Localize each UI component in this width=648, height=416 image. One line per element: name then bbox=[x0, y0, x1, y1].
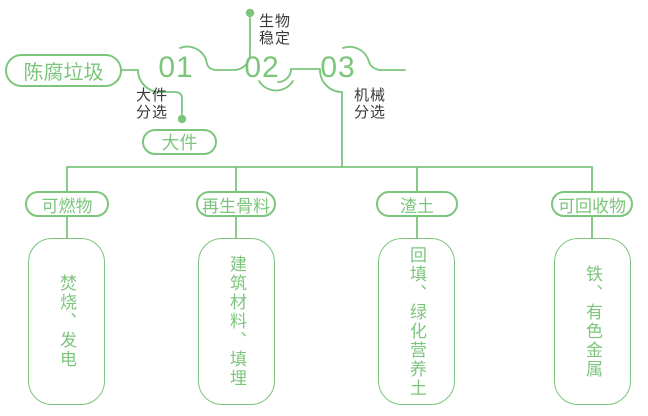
category-pill-recyclable: 可回收物 bbox=[551, 191, 633, 217]
category-pill-burnable: 可燃物 bbox=[25, 191, 109, 217]
edge-03-exit bbox=[342, 45, 406, 71]
arc-under-02 bbox=[258, 80, 294, 92]
category-label: 再生骨料 bbox=[202, 196, 270, 216]
dot-02-branch bbox=[245, 8, 255, 18]
dot-01-branch bbox=[177, 114, 187, 124]
edge-source-to-01-branch bbox=[121, 69, 183, 115]
source-label: 陈腐垃圾 bbox=[23, 62, 104, 84]
edge-02-to-03 bbox=[277, 68, 321, 83]
result-text: 建筑材料、填埋 bbox=[227, 255, 246, 388]
stage-label-mechanical-sorting: 机械 分选 bbox=[354, 87, 387, 122]
stage-number-02: 02 bbox=[244, 51, 280, 84]
edge-03-branch-down bbox=[319, 69, 343, 168]
result-box-slag-soil: 回填、绿化营养土 bbox=[378, 238, 455, 405]
stage-label-bulky-sorting: 大件 分选 bbox=[136, 87, 169, 122]
category-pill-slag-soil: 渣土 bbox=[376, 191, 458, 217]
result-text: 铁、有色金属 bbox=[583, 264, 602, 379]
result-text: 回填、绿化营养土 bbox=[407, 245, 426, 398]
category-pill-recycled-aggregate: 再生骨料 bbox=[196, 191, 276, 217]
category-label: 可回收物 bbox=[558, 196, 626, 216]
category-label: 可燃物 bbox=[41, 196, 93, 216]
bulky-output-pill: 大件 bbox=[142, 129, 217, 155]
result-box-recycled-aggregate: 建筑材料、填埋 bbox=[198, 238, 275, 405]
stage-label-bio-stabilization: 生物 稳定 bbox=[259, 13, 292, 48]
result-box-burnable: 焚烧、发电 bbox=[28, 238, 105, 405]
source-pill: 陈腐垃圾 bbox=[5, 54, 122, 87]
result-box-recyclable: 铁、有色金属 bbox=[554, 238, 631, 405]
distribution-bar bbox=[66, 166, 593, 192]
stage-number-03: 03 bbox=[320, 51, 356, 84]
bulky-output-label: 大件 bbox=[161, 133, 198, 153]
stage-number-01: 01 bbox=[158, 51, 194, 84]
result-text: 焚烧、发电 bbox=[57, 274, 76, 369]
category-label: 渣土 bbox=[400, 196, 434, 216]
edge-01-to-02 bbox=[179, 17, 251, 71]
